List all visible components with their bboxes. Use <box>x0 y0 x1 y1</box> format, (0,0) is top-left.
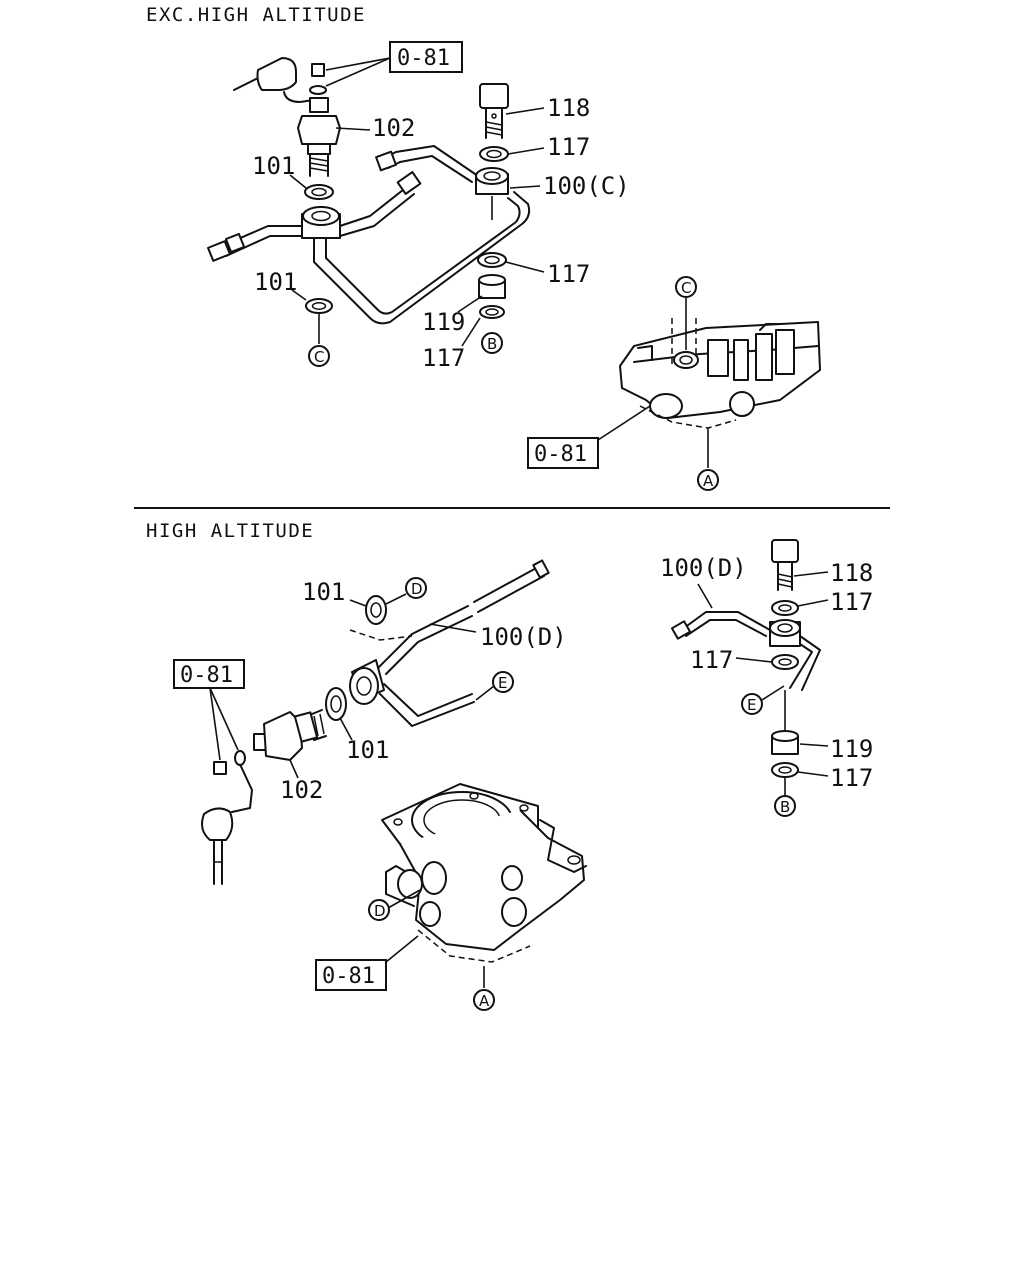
svg-text:B: B <box>780 798 790 816</box>
callout-a-bottom: A <box>473 989 495 1011</box>
pressure-sensor-102-bottom <box>253 709 327 761</box>
callout-d-bottom-lower: D <box>368 899 390 921</box>
callout-e-bottom-left: E <box>492 671 514 693</box>
callout-c-top-right: C <box>675 276 697 298</box>
label-117-bottom-middle: 117 <box>690 646 733 674</box>
svg-text:D: D <box>411 580 423 598</box>
pump-housing-bottom <box>381 783 587 963</box>
svg-text:A: A <box>479 992 490 1010</box>
section-title-exc-high-altitude: EXC.HIGH ALTITUDE <box>146 4 366 26</box>
washer-117-bottom-lower <box>771 762 799 778</box>
washer-101-bottom-lower <box>325 687 347 721</box>
pump-housing-top <box>619 318 821 429</box>
label-118-top: 118 <box>547 94 590 122</box>
callout-d-bottom-upper: D <box>405 577 427 599</box>
washer-117-bottom-middle <box>771 654 799 670</box>
ref-box-top-sensor: 0-81 <box>389 41 463 73</box>
spacer-119-bottom <box>771 730 799 755</box>
washer-101-top-upper <box>304 184 334 200</box>
oil-pipe-100c <box>207 145 531 325</box>
banjo-bolt-118-bottom <box>771 539 799 591</box>
ref-box-bottom-sensor: 0-81 <box>173 659 245 689</box>
label-117-bottom-upper: 117 <box>830 588 873 616</box>
banjo-bolt-118-top <box>479 83 509 139</box>
label-117-top-upper: 117 <box>547 133 590 161</box>
label-100d-right: 100(D) <box>660 554 747 582</box>
pressure-sensor-102 <box>297 97 341 177</box>
label-101-bottom-lower: 101 <box>346 736 389 764</box>
svg-text:0-81: 0-81 <box>534 442 587 467</box>
label-102-bottom: 102 <box>280 776 323 804</box>
label-100d-left: 100(D) <box>480 623 567 651</box>
callout-e-bottom-right: E <box>741 693 763 715</box>
svg-text:0-81: 0-81 <box>180 663 233 688</box>
label-117-top-middle: 117 <box>547 260 590 288</box>
label-119-top: 119 <box>422 308 465 336</box>
label-102-top: 102 <box>372 114 415 142</box>
label-101-top-lower: 101 <box>254 268 297 296</box>
washer-101-bottom-upper <box>365 595 387 625</box>
ref-box-bottom-pump: 0-81 <box>315 959 387 991</box>
label-119-bottom: 119 <box>830 735 873 763</box>
svg-text:D: D <box>374 902 386 920</box>
svg-text:0-81: 0-81 <box>322 964 375 989</box>
sensor-connector-bottom <box>201 750 253 885</box>
label-100c: 100(C) <box>543 172 630 200</box>
washer-101-top-lower <box>305 298 333 314</box>
section-title-high-altitude: HIGH ALTITUDE <box>146 520 314 542</box>
callout-a-top: A <box>697 469 719 491</box>
oil-pipe-100d-right <box>670 611 821 691</box>
washer-117-top-lower <box>479 305 505 319</box>
sensor-connector-top <box>233 57 327 103</box>
svg-text:B: B <box>487 335 497 353</box>
label-117-top-lower: 117 <box>422 344 465 372</box>
callout-b-top: B <box>481 332 503 354</box>
svg-text:0-81: 0-81 <box>397 46 450 71</box>
label-117-bottom-lower: 117 <box>830 764 873 792</box>
spacer-119-top <box>478 274 506 299</box>
svg-text:C: C <box>681 279 691 297</box>
svg-text:A: A <box>703 472 714 490</box>
washer-117-bottom-upper <box>771 600 799 616</box>
label-118-bottom: 118 <box>830 559 873 587</box>
svg-text:E: E <box>747 696 756 714</box>
svg-text:C: C <box>314 348 324 366</box>
callout-c-top-left: C <box>308 345 330 367</box>
svg-text:E: E <box>498 674 507 692</box>
washer-117-top-middle <box>477 252 507 268</box>
washer-117-top-upper <box>479 146 509 162</box>
callout-b-bottom: B <box>774 795 796 817</box>
oil-pipe-100d-left <box>349 559 550 727</box>
label-101-bottom-upper: 101 <box>302 578 345 606</box>
label-101-top-upper: 101 <box>252 152 295 180</box>
ref-box-top-pump: 0-81 <box>527 437 599 469</box>
